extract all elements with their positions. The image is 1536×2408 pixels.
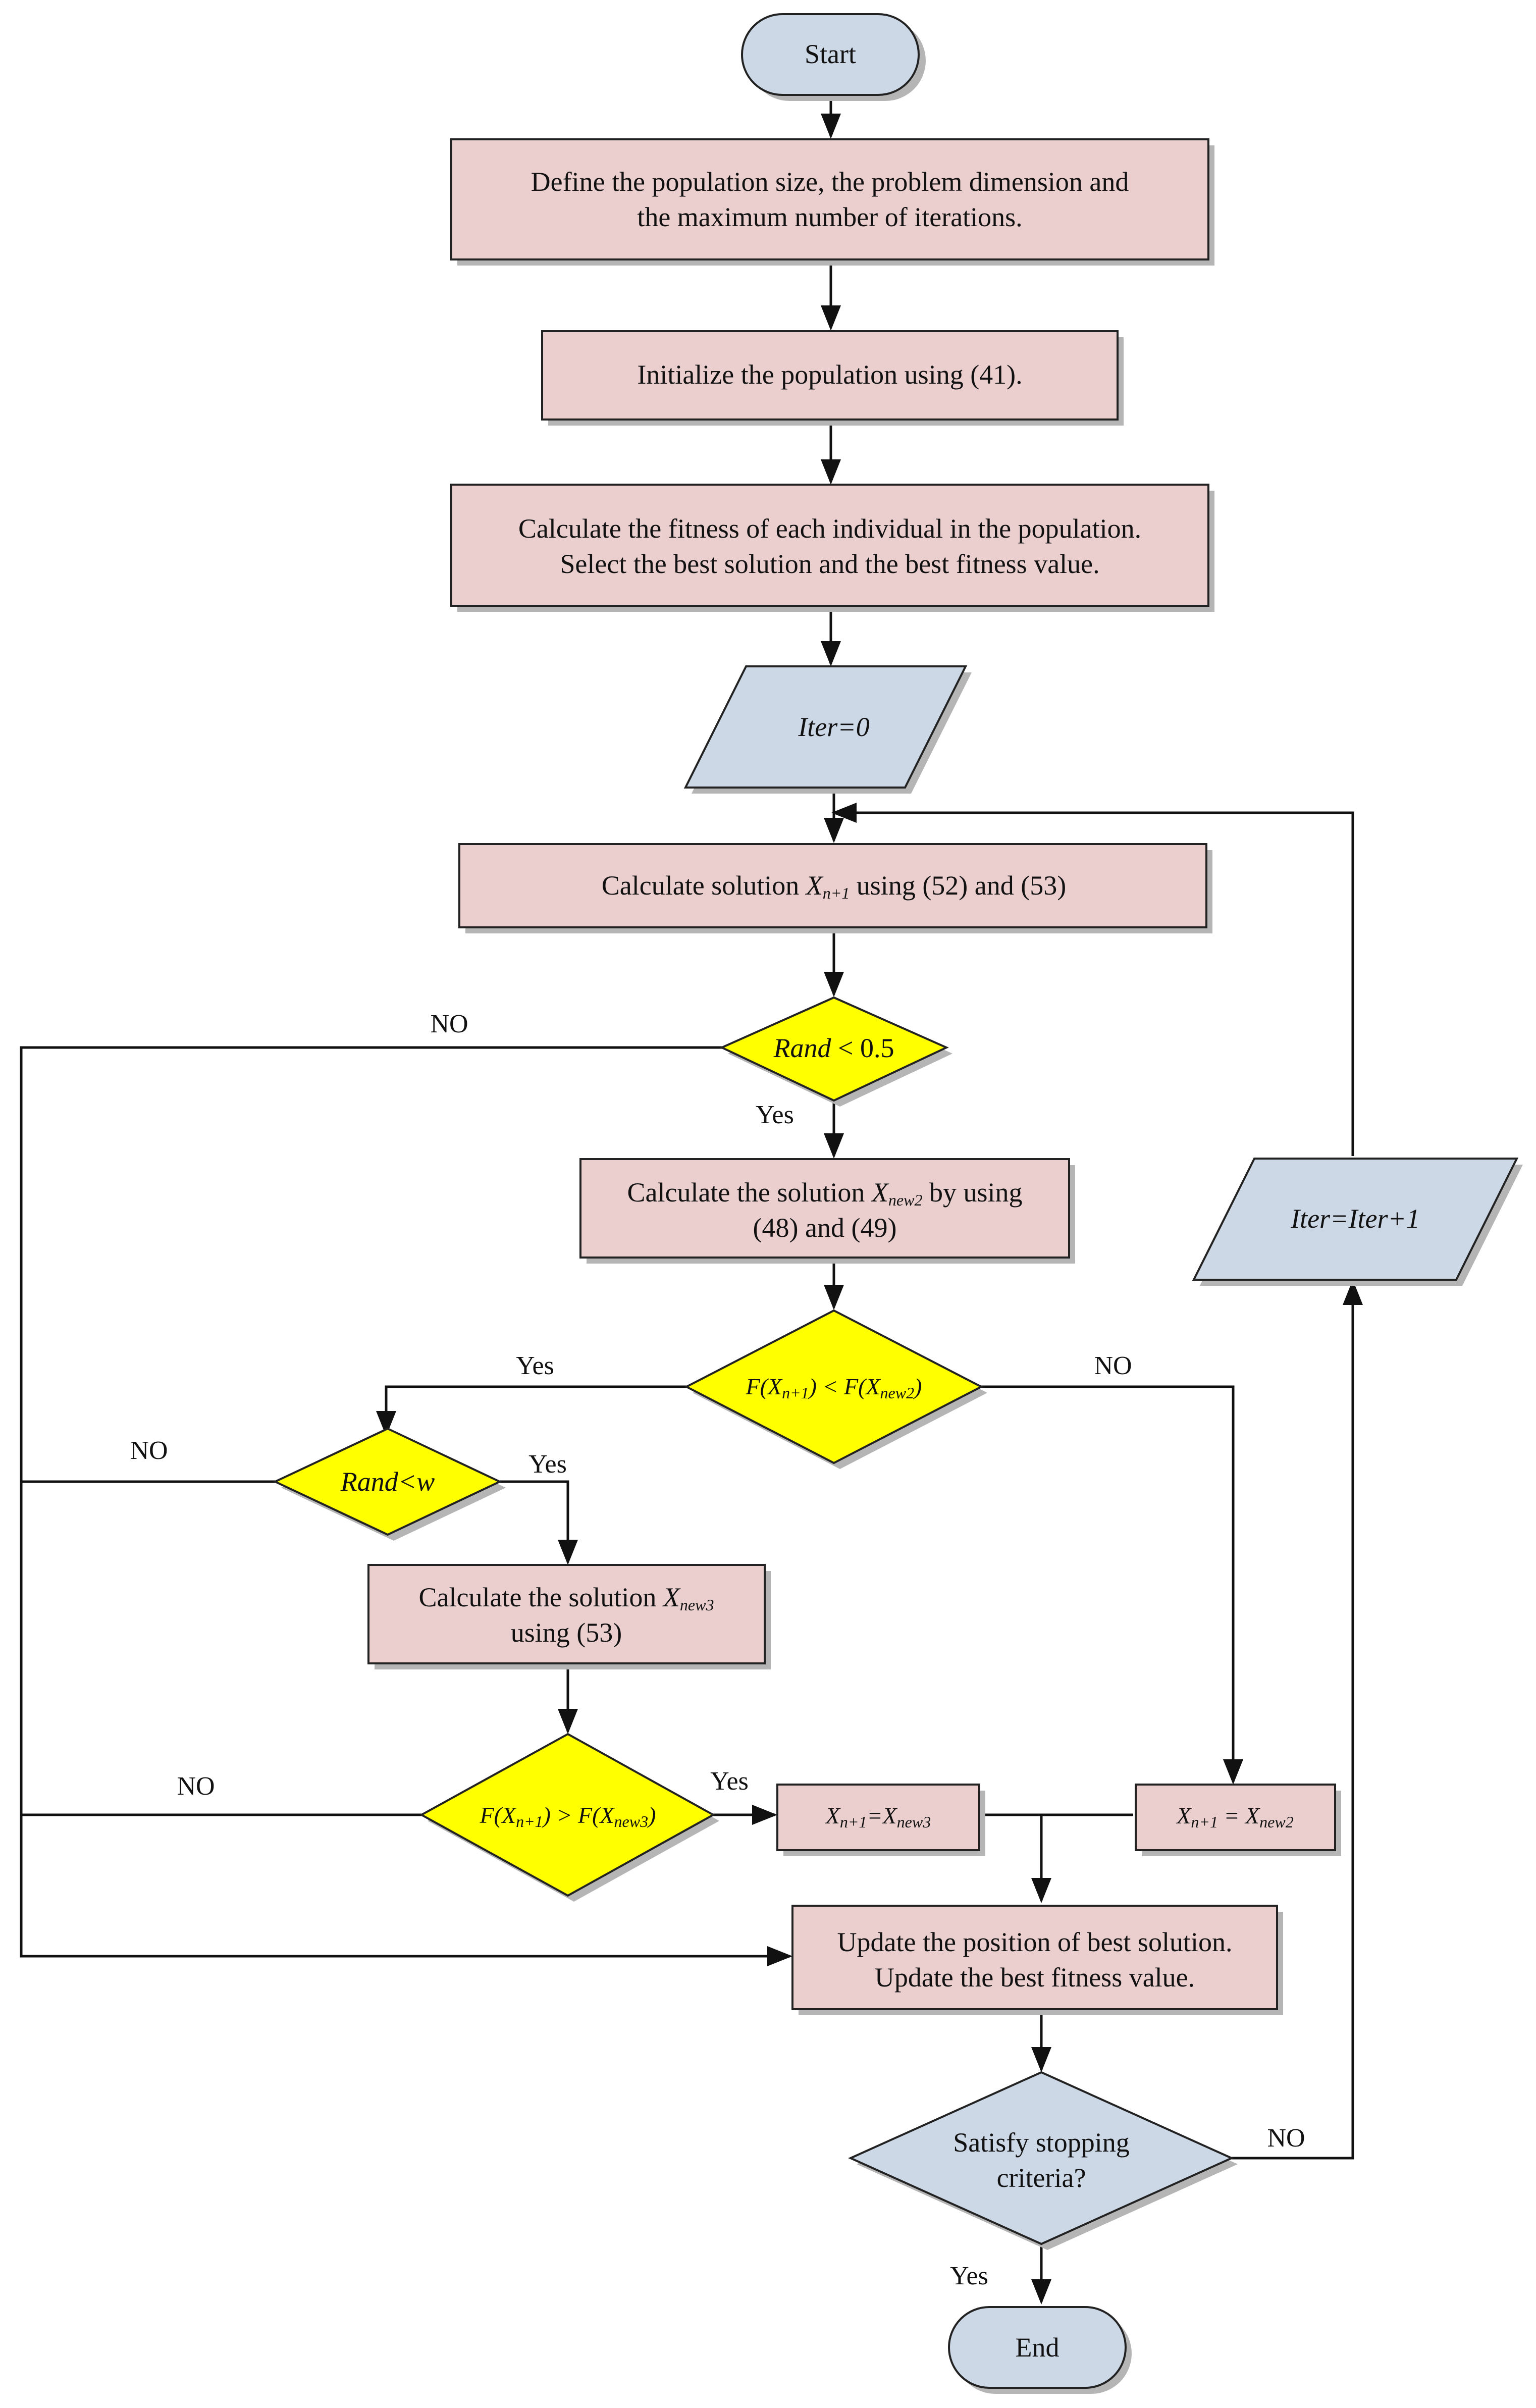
rand05-decision: Rand < 0.5 — [719, 996, 952, 1107]
stop-text-line1: Satisfy stopping — [953, 2127, 1130, 2158]
update-text-line1: Update the position of best solution. — [837, 1927, 1233, 1957]
calc-xn1-process: Calculate solution Xn+1 using (52) and (… — [458, 843, 1212, 933]
update-text-line2: Update the best fitness value. — [875, 1962, 1195, 1993]
assign-xnew2-process: Xn+1 = Xnew2 — [1135, 1784, 1341, 1856]
stop-text-line2: criteria? — [997, 2163, 1086, 2193]
stop-decision: Satisfy stopping criteria? — [848, 2071, 1238, 2250]
init-text: Initialize the population using (41). — [637, 359, 1022, 390]
connectors — [20, 98, 1363, 2305]
cmp2-text: F(Xn+1) > F(Xnew3) — [480, 1802, 656, 1830]
edge-loop-back — [831, 803, 1354, 1156]
label-cmp2-no: NO — [177, 1772, 215, 1801]
edge-randw-yes — [500, 1480, 578, 1565]
calc-xnew2-text-line2: (48) and (49) — [753, 1213, 897, 1243]
cmp1-text: F(Xn+1) < F(Xnew2) — [746, 1374, 922, 1402]
edge-cmp1-yes — [376, 1385, 686, 1436]
label-stop-yes: Yes — [950, 2262, 988, 2290]
start-label: Start — [805, 39, 856, 69]
fitness-text-line1: Calculate the fitness of each individual… — [518, 513, 1141, 544]
assign-xnew2-text: Xn+1 = Xnew2 — [1176, 1803, 1293, 1831]
cmp2-decision: F(Xn+1) > F(Xnew3) — [419, 1733, 719, 1902]
rand05-text: Rand < 0.5 — [773, 1033, 894, 1063]
randw-decision: Rand<w — [273, 1427, 506, 1541]
end-label: End — [1016, 2332, 1060, 2363]
fitness-process: Calculate the fitness of each individual… — [450, 484, 1214, 612]
calc-xnew3-text-line1: Calculate the solution Xnew3 — [419, 1582, 714, 1614]
assign-xnew3-text: Xn+1=Xnew3 — [825, 1803, 931, 1831]
iter0-text: Iter=0 — [798, 712, 869, 742]
label-stop-no: NO — [1267, 2124, 1305, 2153]
cmp1-decision: F(Xn+1) < F(Xnew2) — [684, 1309, 987, 1469]
fitness-text-line2: Select the best solution and the best fi… — [560, 549, 1099, 579]
define-process: Define the population size, the problem … — [450, 138, 1214, 266]
edge-labels: NO Yes Yes NO NO Yes NO Yes NO Yes — [130, 1010, 1305, 2290]
iter-inc-text: Iter=Iter+1 — [1290, 1203, 1420, 1234]
edge-cmp1-no — [981, 1385, 1243, 1785]
edge-stop-no — [1232, 1280, 1363, 2160]
randw-text: Rand<w — [340, 1467, 435, 1497]
label-randw-no: NO — [130, 1436, 168, 1465]
define-text-line1: Define the population size, the problem … — [531, 167, 1129, 197]
calc-xnew2-text-line1: Calculate the solution Xnew2 by using — [627, 1177, 1023, 1209]
iter-inc-io: Iter=Iter+1 — [1192, 1158, 1523, 1286]
calc-xnew3-process: Calculate the solution Xnew3 using (53) — [367, 1564, 771, 1669]
assign-xnew3-process: Xn+1=Xnew3 — [776, 1784, 985, 1856]
define-text-line2: the maximum number of iterations. — [637, 202, 1022, 232]
update-process: Update the position of best solution. Up… — [791, 1905, 1283, 2015]
label-randw-yes: Yes — [528, 1450, 567, 1479]
label-rand05-no: NO — [430, 1010, 468, 1038]
calc-xn1-text: Calculate solution Xn+1 using (52) and (… — [602, 870, 1066, 902]
label-cmp2-yes: Yes — [710, 1767, 749, 1796]
end-terminal: End — [948, 2306, 1132, 2394]
iter0-io: Iter=0 — [683, 665, 972, 794]
label-cmp1-yes: Yes — [516, 1351, 554, 1380]
start-terminal: Start — [741, 13, 926, 101]
edge-no-bypass — [20, 1046, 792, 1966]
calc-xnew2-process: Calculate the solution Xnew2 by using (4… — [579, 1158, 1075, 1264]
label-rand05-yes: Yes — [756, 1101, 794, 1129]
label-cmp1-no: NO — [1094, 1351, 1132, 1380]
calc-xnew3-text-line2: using (53) — [511, 1617, 622, 1648]
init-process: Initialize the population using (41). — [541, 330, 1124, 426]
